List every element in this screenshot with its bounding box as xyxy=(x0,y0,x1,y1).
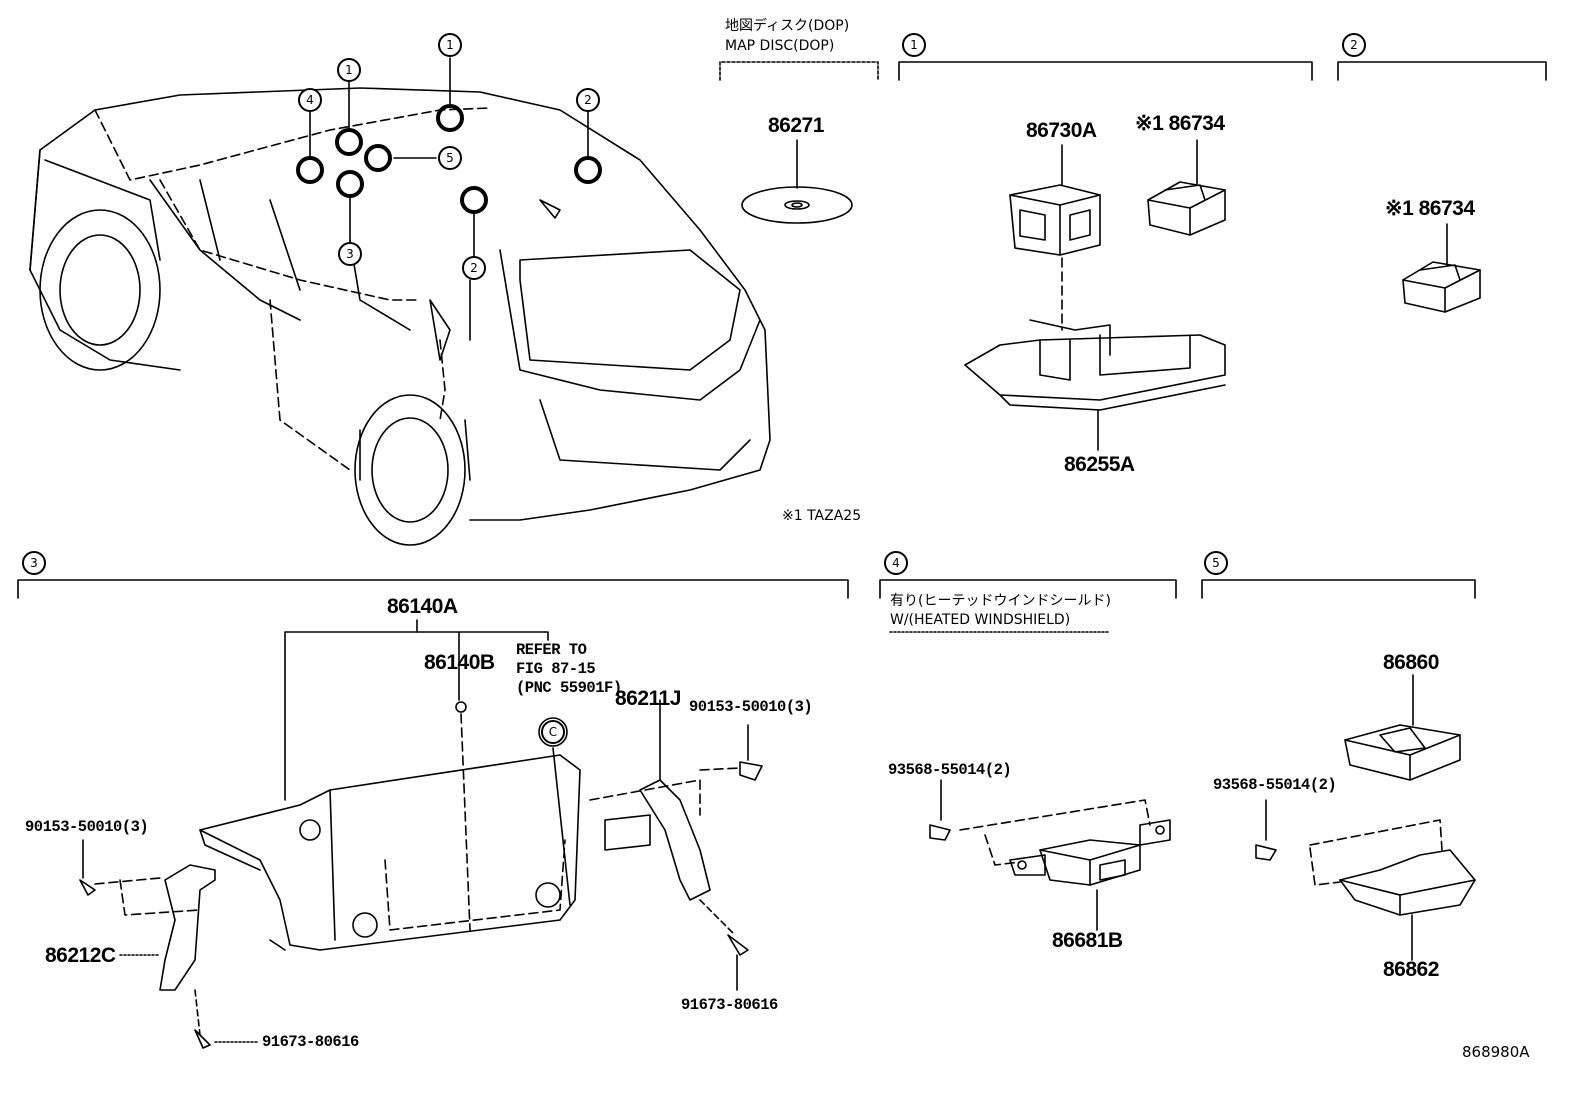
section-5-marker: 5 xyxy=(1204,551,1228,575)
refer-line-1: REFER TO xyxy=(516,641,587,659)
section-3-marker: 3 xyxy=(22,551,46,575)
part-86730A: 86730A xyxy=(1026,119,1097,142)
part-93568-a: 93568-55014(2) xyxy=(888,761,1012,779)
part-86212C: 86212C xyxy=(45,944,116,967)
part-86271: 86271 xyxy=(768,114,824,137)
vehicle-callout: 1 xyxy=(337,58,361,82)
part-86734-b: ※1 86734 xyxy=(1385,197,1475,220)
taza25-note: ※1 TAZA25 xyxy=(782,508,862,524)
section-1-marker: 1 xyxy=(902,33,926,57)
vehicle-illustration xyxy=(29,57,771,546)
part-90153-right: 90153-50010(3) xyxy=(689,698,813,716)
part-90153-left: 90153-50010(3) xyxy=(25,818,149,836)
vehicle-callout: 3 xyxy=(338,242,362,266)
part-86255A: 86255A xyxy=(1064,453,1135,476)
vehicle-callout: 2 xyxy=(462,256,486,280)
part-91673-bottom: 91673-80616 xyxy=(262,1033,359,1051)
vehicle-callout: 1 xyxy=(438,33,462,57)
part-86862: 86862 xyxy=(1383,958,1439,981)
section-4-en-label: W/(HEATED WINDSHIELD) xyxy=(890,612,1071,628)
part-86860: 86860 xyxy=(1383,651,1439,674)
part-86140A: 86140A xyxy=(387,595,458,618)
vehicle-callout: 5 xyxy=(438,146,462,170)
part-86734-a: ※1 86734 xyxy=(1135,112,1225,135)
part-86140B: 86140B xyxy=(424,651,495,674)
part-93568-b: 93568-55014(2) xyxy=(1213,776,1337,794)
part-91673-right: 91673-80616 xyxy=(681,996,778,1014)
map-disc-jp-label: 地図ディスク(DOP) xyxy=(725,18,850,34)
part-86681B: 86681B xyxy=(1052,929,1123,952)
refer-c-marker: C xyxy=(541,720,565,744)
map-disc-en-label: MAP DISC(DOP) xyxy=(725,38,835,54)
refer-line-2: FIG 87-15 xyxy=(516,660,596,678)
drawing-number: 868980A xyxy=(1462,1043,1530,1061)
part-86211J: 86211J xyxy=(615,687,681,710)
vehicle-callout: 4 xyxy=(298,88,322,112)
section-4-jp-label: 有り(ヒーテッドウインドシールド) xyxy=(890,593,1111,609)
vehicle-callout: 2 xyxy=(576,88,600,112)
section-4-marker: 4 xyxy=(884,551,908,575)
refer-line-3: (PNC 55901F) xyxy=(516,679,622,697)
section-2-marker: 2 xyxy=(1342,33,1366,57)
